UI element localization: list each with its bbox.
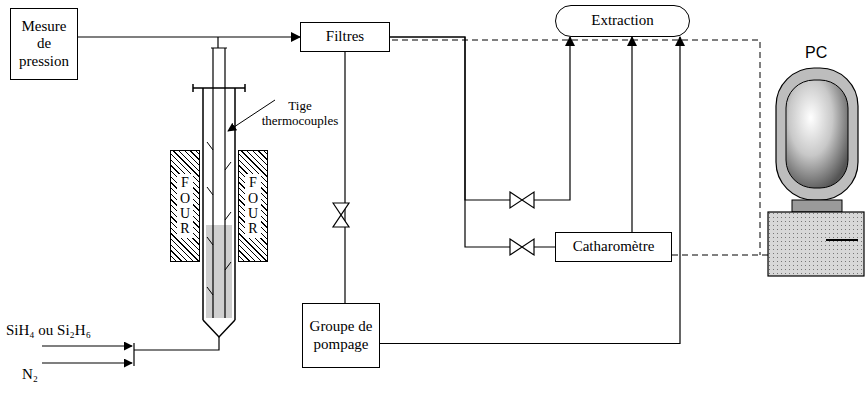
computer-base <box>768 212 864 276</box>
gas-inlet-line <box>134 337 219 350</box>
monitor-screen <box>786 80 848 188</box>
reactor-flange <box>193 84 245 92</box>
gas-label: SiH₄ ou Si₂H₆ <box>6 322 146 339</box>
reactor-tube <box>203 88 235 337</box>
powder-bed <box>206 225 232 318</box>
thermocouple-rod <box>211 37 227 318</box>
thermocouple-junctions <box>207 142 231 295</box>
part-label: Tige thermocouples <box>255 99 345 129</box>
pipe-connector <box>390 37 555 247</box>
node-text: Mesure de pression <box>16 18 72 70</box>
valve-symbol <box>510 192 534 208</box>
gas-manifold <box>133 343 134 366</box>
valve-symbol <box>510 239 534 255</box>
node-text: Filtres <box>326 28 364 45</box>
pipe-connector <box>631 37 632 232</box>
gas-arrow <box>42 345 132 346</box>
device-label: PC <box>805 44 845 62</box>
sensor-box: Mesure de pression <box>10 8 78 80</box>
node-text: Groupe de pompage <box>308 318 374 353</box>
detector-box: Catharomètre <box>555 232 672 262</box>
node-text: FOUR <box>177 174 193 238</box>
drive-slot <box>826 239 858 241</box>
gas-label: N₂ <box>22 366 62 383</box>
exhaust-box: Extraction <box>555 5 690 37</box>
valve-symbol <box>333 203 349 227</box>
pipe-connector <box>390 37 570 200</box>
monitor-case <box>776 68 858 200</box>
node-text: FOUR <box>245 174 261 238</box>
pipe-connector <box>344 52 345 303</box>
pipe-connector <box>380 37 680 344</box>
monitor-stand <box>792 200 842 212</box>
furnace-block: FOUR <box>170 150 200 262</box>
node-text: Catharomètre <box>573 238 655 255</box>
filter-box: Filtres <box>300 22 390 52</box>
pump-box: Groupe de pompage <box>302 303 380 368</box>
signal-line <box>392 40 768 255</box>
pipe-connector <box>78 36 300 37</box>
node-text: Extraction <box>591 12 653 29</box>
gas-arrow <box>42 362 132 363</box>
furnace-block: FOUR <box>238 150 268 262</box>
